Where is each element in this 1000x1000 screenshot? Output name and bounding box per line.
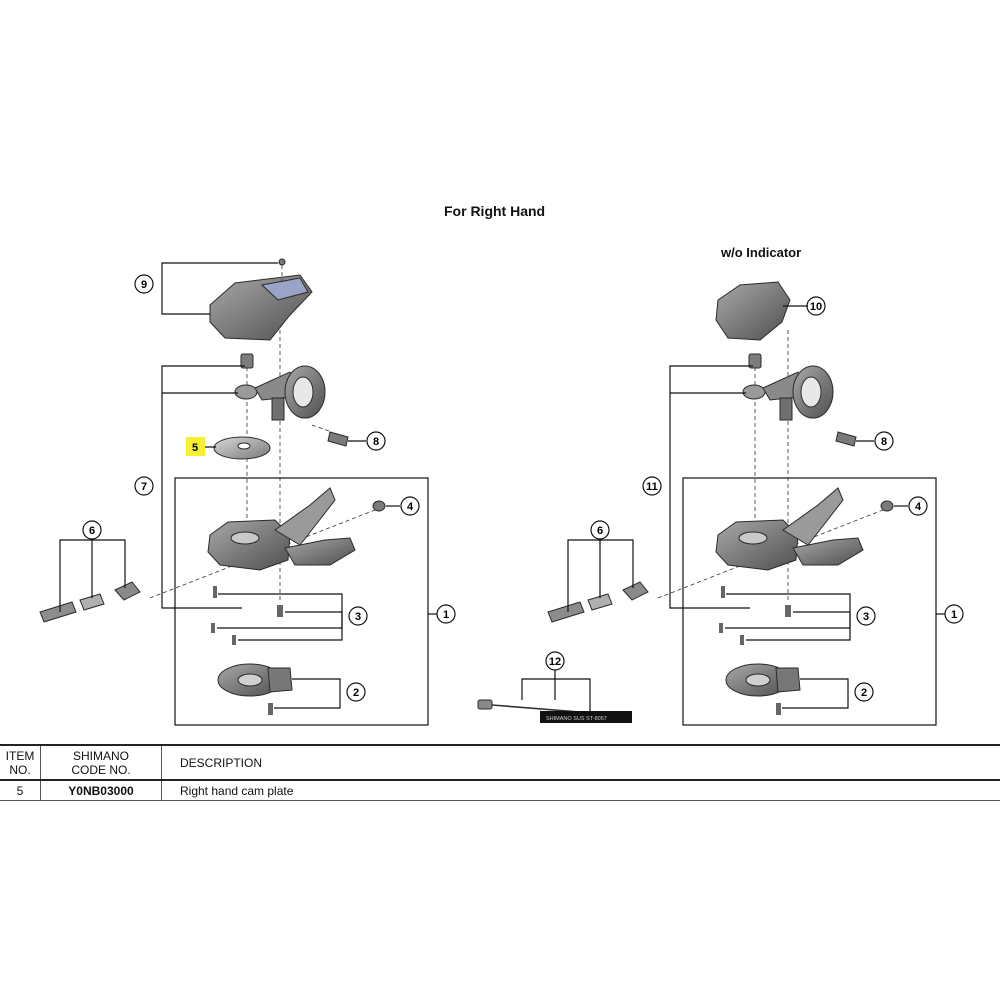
callout-left-9[interactable]: 9 — [134, 274, 154, 294]
callout-number: 11 — [646, 481, 658, 493]
callout-right-2[interactable]: 2 — [854, 682, 874, 702]
callout-number: 1 — [443, 609, 449, 621]
callout-number: 8 — [881, 436, 887, 448]
item-no-header: ITEM NO. — [0, 745, 41, 780]
cover-without-indicator-part — [715, 281, 791, 341]
callout-number: 9 — [141, 279, 147, 291]
end-cap-part-right — [880, 500, 894, 512]
main-unit-box-right — [682, 477, 937, 726]
table-row[interactable]: 5 Y0NB03000 Right hand cam plate — [0, 780, 1000, 801]
end-cap-part — [372, 500, 386, 512]
clamp-screw-part — [311, 424, 349, 447]
top-cover-part — [209, 258, 313, 341]
bottom-cover-part — [217, 663, 293, 715]
callout-right-4[interactable]: 4 — [908, 496, 928, 516]
clamp-band-part-right — [742, 365, 834, 421]
callout-number: 5 — [192, 442, 198, 454]
shifter-body-part-right — [715, 487, 864, 571]
right-assembly — [547, 281, 945, 726]
inner-cable-part: SHIMANO SUS ST-8057 — [477, 670, 632, 723]
description-cell: Right hand cam plate — [180, 783, 294, 798]
shifter-body-part — [207, 487, 356, 571]
top-bolt-part — [240, 353, 254, 369]
parts-table: ITEM NO. SHIMANO CODE NO. DESCRIPTION 5 … — [0, 744, 1000, 801]
exploded-parts-diagram: SHIMANO SUS ST-8057 9 7 5 8 4 6 3 1 2 — [39, 258, 964, 726]
callout-number: 3 — [355, 611, 361, 623]
callout-number: 6 — [89, 525, 95, 537]
callout-right-6[interactable]: 6 — [590, 520, 610, 540]
bottom-cover-part-right — [725, 663, 801, 715]
fixing-screws-part — [211, 586, 283, 645]
code-no-cell: Y0NB03000 — [40, 780, 162, 801]
adjuster-bolt-set-part — [39, 581, 141, 623]
code-no-header: SHIMANO CODE NO. — [40, 745, 162, 780]
callout-number: 3 — [863, 611, 869, 623]
clamp-band-part — [234, 365, 326, 421]
callout-number: 2 — [353, 687, 359, 699]
top-bolt-part-right — [748, 353, 762, 369]
adjuster-bolt-set-part-right — [547, 581, 649, 623]
callout-number: 6 — [597, 525, 603, 537]
variant-title: w/o Indicator — [721, 245, 802, 260]
cam-plate-part — [213, 436, 271, 460]
callout-number: 8 — [373, 436, 379, 448]
callout-right-8[interactable]: 8 — [874, 431, 894, 451]
callout-number: 2 — [861, 687, 867, 699]
callout-number: 1 — [951, 609, 957, 621]
callout-number: 4 — [915, 501, 922, 513]
callout-left-5-highlighted[interactable]: 5 — [186, 437, 205, 456]
description-header: DESCRIPTION — [180, 755, 263, 770]
callout-left-6[interactable]: 6 — [82, 520, 102, 540]
callout-left-7[interactable]: 7 — [134, 476, 154, 496]
callout-left-3[interactable]: 3 — [348, 606, 368, 626]
main-unit-box-left — [174, 477, 429, 726]
callout-right-1[interactable]: 1 — [944, 604, 964, 624]
left-assembly — [39, 258, 437, 726]
callout-right-10[interactable]: 10 — [806, 296, 826, 316]
callout-number: 12 — [549, 656, 561, 668]
callout-left-8[interactable]: 8 — [366, 431, 386, 451]
callout-number: 10 — [810, 301, 822, 313]
diagram-title: For Right Hand — [444, 203, 546, 219]
fixing-screws-part-right — [719, 586, 791, 645]
cable-package-text: SHIMANO SUS ST-8057 — [546, 716, 607, 722]
callout-left-2[interactable]: 2 — [346, 682, 366, 702]
callout-number: 7 — [141, 481, 147, 493]
clamp-screw-part-right — [835, 431, 857, 447]
callout-left-1[interactable]: 1 — [436, 604, 456, 624]
item-no-cell: 5 — [0, 780, 41, 801]
callout-right-11[interactable]: 11 — [642, 476, 662, 496]
callout-right-3[interactable]: 3 — [856, 606, 876, 626]
parts-table-header: ITEM NO. SHIMANO CODE NO. DESCRIPTION — [0, 745, 1000, 780]
callout-number: 4 — [407, 501, 414, 513]
callout-left-4[interactable]: 4 — [400, 496, 420, 516]
callout-12[interactable]: 12 — [545, 651, 565, 671]
